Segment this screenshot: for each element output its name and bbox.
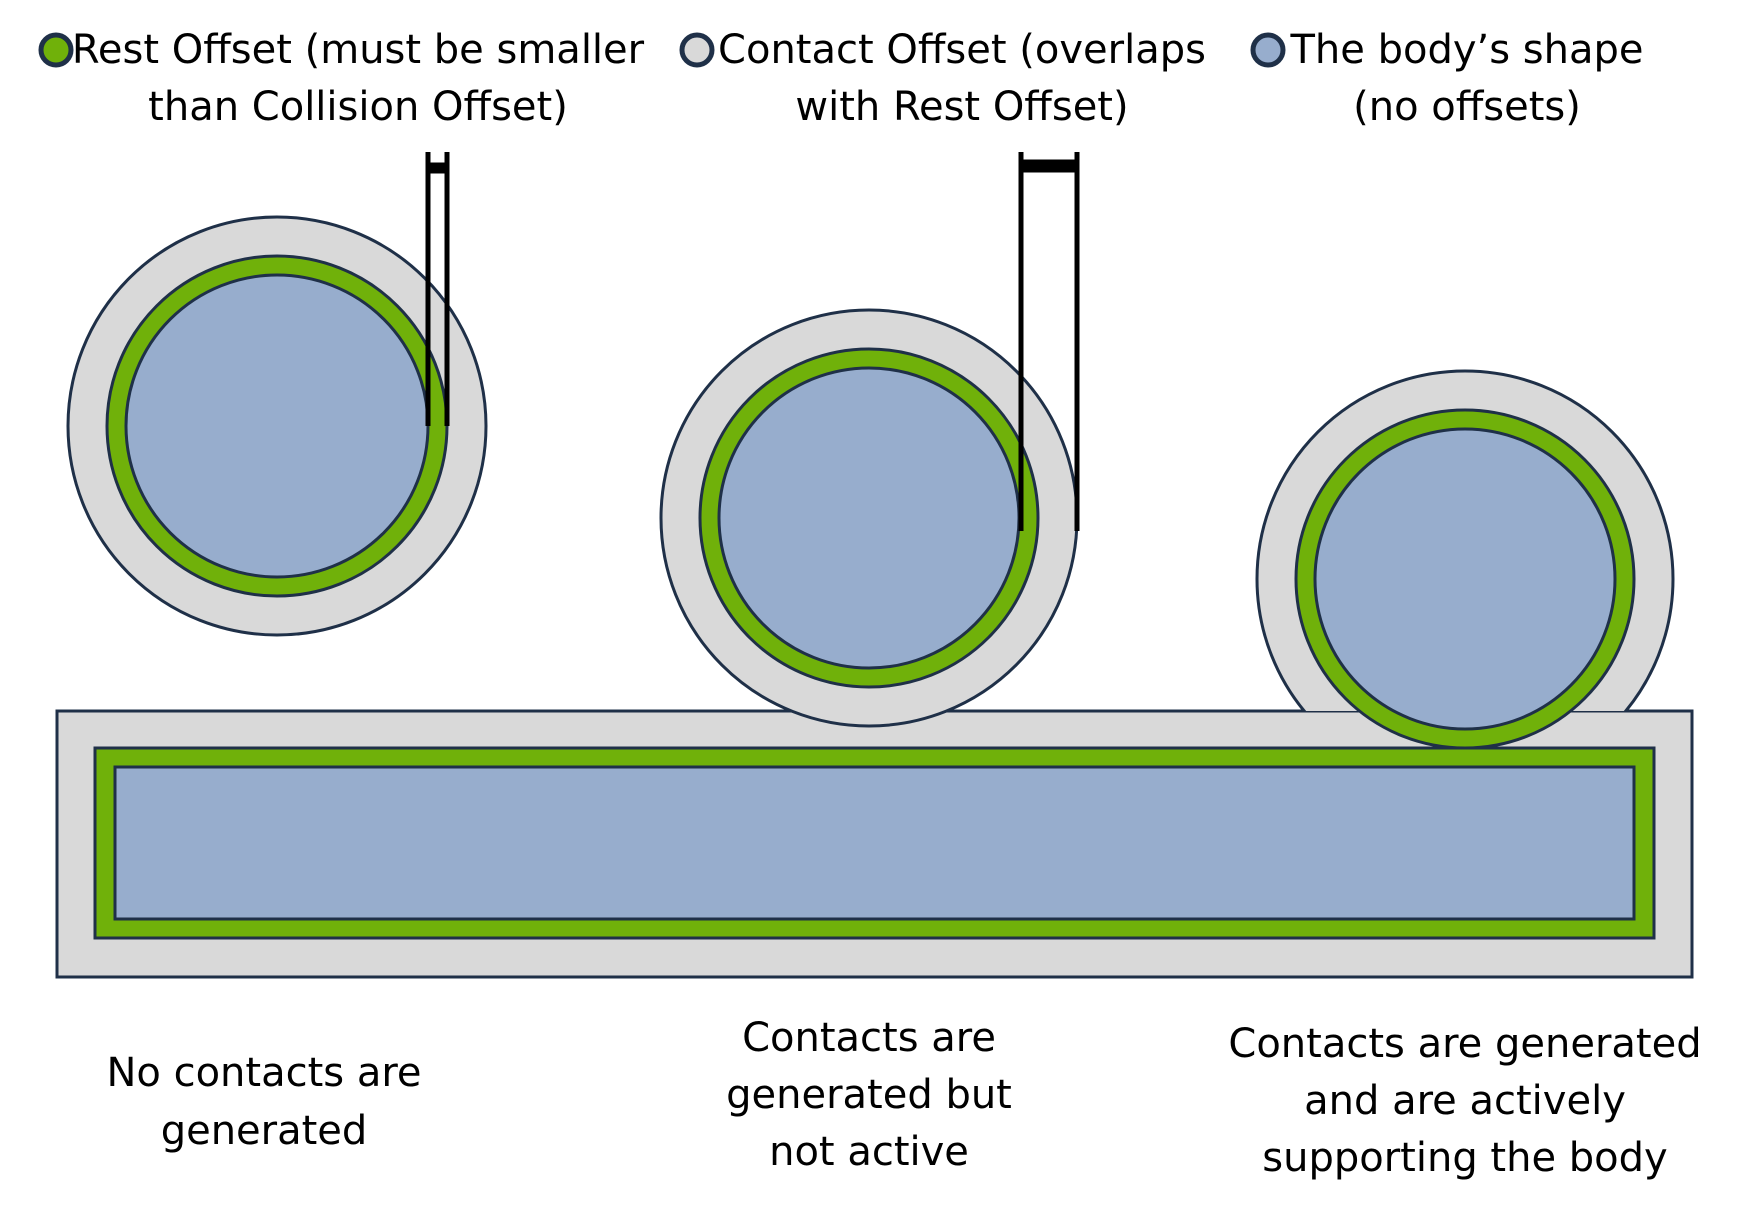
- caption-line: Contacts are generated: [1228, 1021, 1701, 1067]
- ball-shape: [717, 366, 1021, 670]
- legend-label-line: Rest Offset (must be smaller: [72, 27, 645, 73]
- ball-touching-contact: [659, 308, 1079, 728]
- legend: Rest Offset (must be smaller than Collis…: [38, 27, 1644, 130]
- caption-line: supporting the body: [1262, 1135, 1667, 1181]
- caption-line: not active: [769, 1129, 969, 1175]
- legend-item-body-shape: The body’s shape (no offsets): [1250, 27, 1644, 130]
- caption-resting: Contacts are generated and are actively …: [1228, 1021, 1701, 1181]
- caption-touching: Contacts are generated but not active: [726, 1015, 1012, 1175]
- caption-line: generated: [161, 1108, 368, 1154]
- caption-line: Contacts are: [742, 1015, 996, 1061]
- contact-offset-swatch: [679, 32, 715, 68]
- ball-floating: [66, 215, 488, 637]
- ball-shape: [1313, 427, 1617, 731]
- rest-offset-marker: [425, 152, 450, 426]
- body-shape-swatch: [1250, 32, 1286, 68]
- legend-label-line: (no offsets): [1353, 84, 1581, 130]
- caption-line: and are actively: [1304, 1078, 1626, 1124]
- ground-body: [55, 709, 1694, 979]
- captions: No contacts are generated Contacts are g…: [106, 1015, 1701, 1181]
- legend-label-line: Contact Offset (overlaps: [718, 27, 1206, 73]
- legend-label-line: with Rest Offset): [795, 84, 1128, 130]
- legend-label-line: than Collision Offset): [148, 84, 568, 130]
- legend-label-line: The body’s shape: [1289, 27, 1643, 73]
- legend-item-contact-offset: Contact Offset (overlaps with Rest Offse…: [679, 27, 1206, 130]
- caption-line: generated but: [726, 1072, 1012, 1118]
- contact-offset-marker: [1018, 152, 1080, 531]
- ground-shape: [113, 765, 1636, 921]
- legend-item-rest-offset: Rest Offset (must be smaller than Collis…: [38, 27, 645, 130]
- ball-shape: [124, 273, 430, 579]
- ball-resting: [1255, 369, 1675, 750]
- caption-line: No contacts are: [106, 1050, 421, 1096]
- caption-floating: No contacts are generated: [106, 1050, 421, 1154]
- rest-offset-swatch: [38, 32, 74, 68]
